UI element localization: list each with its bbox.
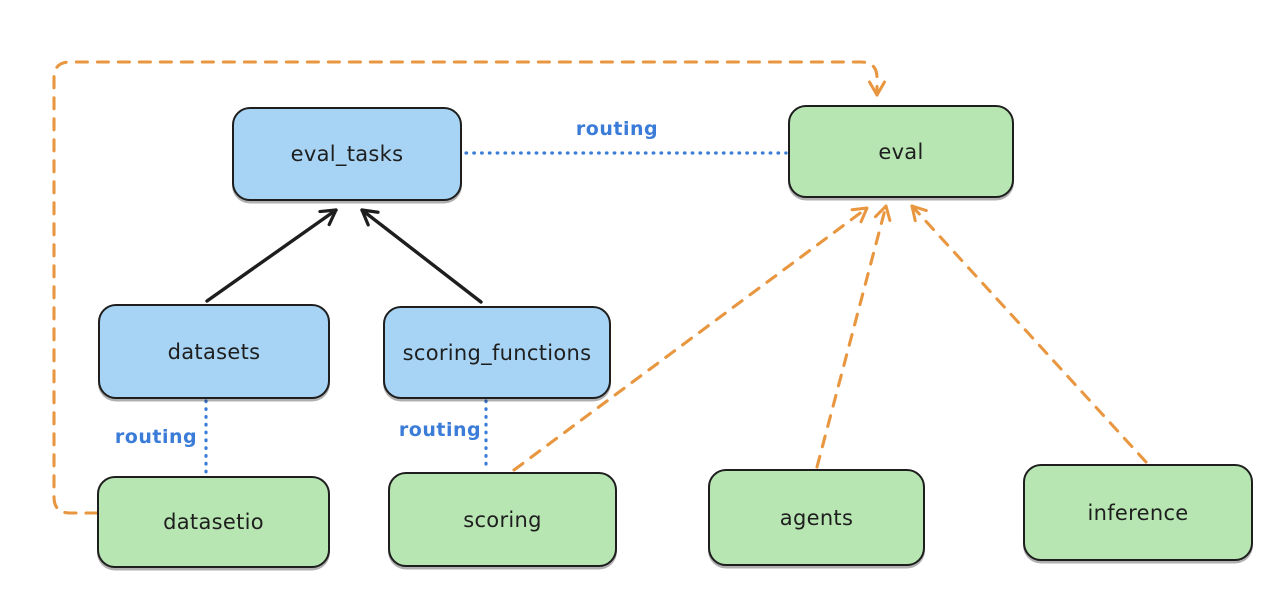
edge-scoring-functions-to-eval-tasks	[360, 208, 483, 304]
node-agents-label: agents	[779, 505, 854, 530]
routing-label-eval-tasks-eval: routing	[575, 118, 659, 140]
node-agents: agents	[708, 469, 925, 566]
routing-label-scoring-functions-scoring: routing	[398, 419, 482, 441]
node-scoring-functions: scoring_functions	[383, 306, 611, 399]
node-inference-label: inference	[1087, 500, 1189, 525]
node-scoring: scoring	[388, 472, 617, 567]
edge-scoring-to-eval	[512, 206, 869, 472]
node-eval-tasks-label: eval_tasks	[290, 142, 404, 166]
node-scoring-functions-label: scoring_functions	[402, 340, 592, 365]
node-scoring-label: scoring	[463, 507, 542, 532]
node-datasets: datasets	[98, 304, 330, 399]
edge-datasets-to-eval-tasks	[205, 208, 338, 303]
edge-datasetio-to-eval	[52, 60, 886, 515]
node-eval-label: eval	[878, 139, 924, 164]
node-datasets-label: datasets	[167, 339, 261, 364]
edge-inference-to-eval	[910, 204, 1148, 464]
node-eval-tasks: eval_tasks	[232, 107, 462, 201]
node-datasetio: datasetio	[97, 476, 330, 568]
edge-agents-to-eval	[815, 204, 892, 469]
node-inference: inference	[1023, 464, 1253, 561]
node-eval: eval	[788, 105, 1014, 198]
routing-label-datasets-datasetio: routing	[114, 426, 198, 448]
node-datasetio-label: datasetio	[163, 510, 264, 534]
